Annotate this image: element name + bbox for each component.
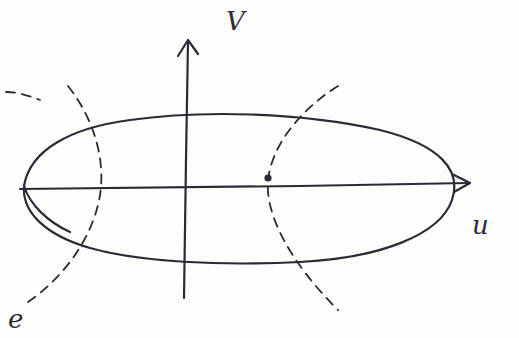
closed-orbit: [24, 114, 454, 263]
orbit-inner-stroke: [24, 186, 70, 232]
equilibrium-dot: [266, 176, 271, 181]
v-axis-label: V: [226, 8, 245, 34]
left-top-dashed-curve: [6, 92, 40, 100]
v-axis: [184, 42, 188, 298]
u-axis: [20, 183, 468, 189]
curve-label: e: [8, 306, 23, 332]
v-axis-arrow: [178, 40, 198, 56]
u-axis-label: u: [472, 212, 489, 238]
left-dashed-curve: [28, 86, 101, 302]
right-dashed-curve: [268, 86, 338, 310]
